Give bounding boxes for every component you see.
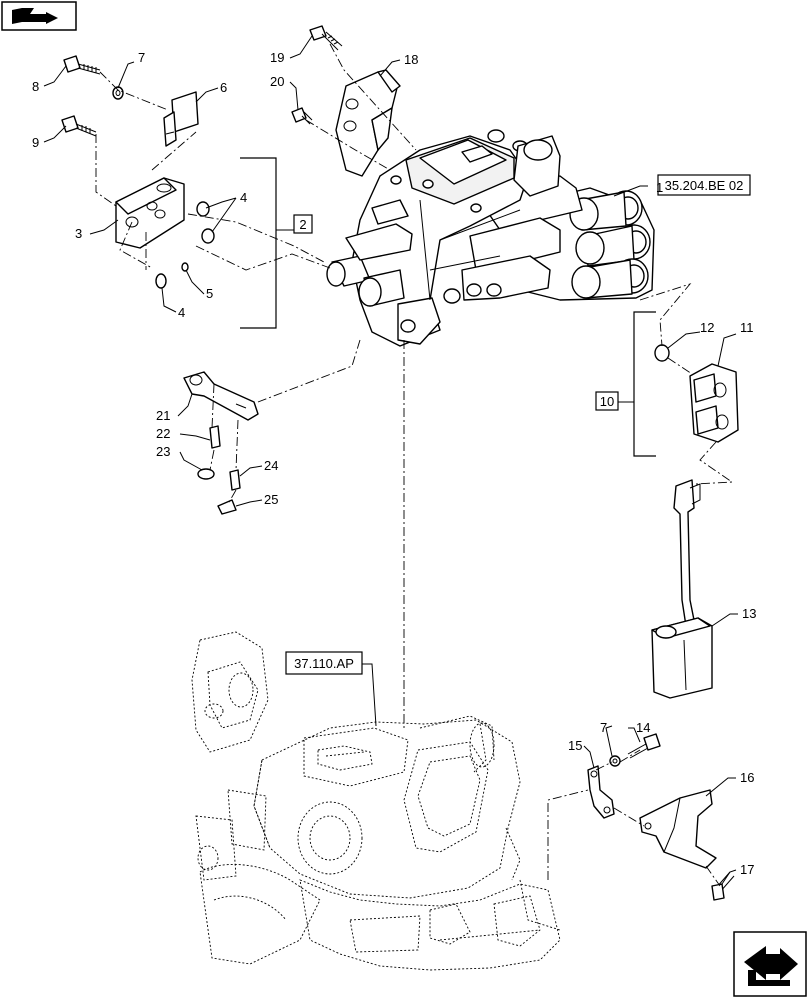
control-valve-assembly	[326, 129, 655, 347]
shield-part-16	[639, 789, 717, 869]
callout-1: 1	[656, 180, 663, 195]
callout-23: 23	[156, 444, 170, 459]
connector-plate-part-11	[689, 363, 739, 443]
callout-22: 22	[156, 426, 170, 441]
bolt-part-17	[711, 871, 735, 901]
group-10-label: 10	[600, 394, 614, 409]
reference-link-housing[interactable]: 37.110.AP	[285, 651, 377, 727]
group-bracket-2: 2	[240, 157, 313, 329]
washer-part-7-top	[112, 86, 124, 100]
callout-7-bottom: 7	[600, 720, 607, 735]
clip-part-25	[217, 499, 237, 515]
callout-11: 11	[740, 320, 754, 335]
group-bracket-10: 10	[595, 311, 656, 457]
bolt-part-14	[627, 733, 661, 759]
bolt-part-19	[309, 25, 343, 51]
pin-part-24	[229, 469, 241, 491]
callout-13: 13	[742, 606, 756, 621]
callout-14: 14	[636, 720, 650, 735]
washer-part-7-bottom	[609, 755, 621, 767]
transmission-housing-outline	[191, 631, 561, 971]
callout-20: 20	[270, 74, 284, 89]
callout-4-upper: 4	[240, 190, 247, 205]
next-page-arrow-icon[interactable]	[733, 931, 807, 997]
callout-16: 16	[740, 770, 754, 785]
seal-part-5	[181, 262, 189, 272]
o-ring-part-12	[654, 344, 670, 362]
bolt-part-8	[63, 55, 101, 75]
callout-5: 5	[206, 286, 213, 301]
reference-link-valve[interactable]: 35.204.BE 02	[657, 174, 751, 196]
assembly-lines	[95, 43, 734, 887]
mounting-bracket-part-18	[335, 69, 401, 177]
bolt-part-9	[61, 115, 97, 137]
callout-labels: 1 3 4 4 5 6 7 7 8 9 11 12 13 14 15 16 17…	[32, 50, 756, 877]
callout-3: 3	[75, 226, 82, 241]
page-flip-icon[interactable]	[1, 1, 77, 31]
group-2-label: 2	[299, 217, 306, 232]
reference-valve-label: 35.204.BE 02	[665, 178, 744, 193]
reference-housing-label: 37.110.AP	[294, 656, 354, 671]
callout-21: 21	[156, 408, 170, 423]
callout-19: 19	[270, 50, 284, 65]
callout-12: 12	[700, 320, 714, 335]
callout-25: 25	[264, 492, 278, 507]
lever-part-21	[183, 371, 259, 421]
callout-4-lower: 4	[178, 305, 185, 320]
callout-18: 18	[404, 52, 418, 67]
cover-plate-part-3	[115, 177, 185, 249]
callout-24: 24	[264, 458, 278, 473]
callout-15: 15	[568, 738, 582, 753]
callout-6: 6	[220, 80, 227, 95]
bracket-part-15	[587, 765, 615, 819]
bracket-part-6	[163, 91, 199, 147]
callout-8: 8	[32, 79, 39, 94]
washer-part-23	[197, 468, 215, 480]
callout-17: 17	[740, 862, 754, 877]
o-rings-part-4	[155, 201, 215, 289]
callout-9: 9	[32, 135, 39, 150]
callout-7-top: 7	[138, 50, 145, 65]
pin-part-22	[209, 425, 221, 449]
screw-part-20	[291, 107, 313, 125]
reservoir-part-13	[651, 479, 713, 699]
callout-leaders	[43, 35, 738, 885]
